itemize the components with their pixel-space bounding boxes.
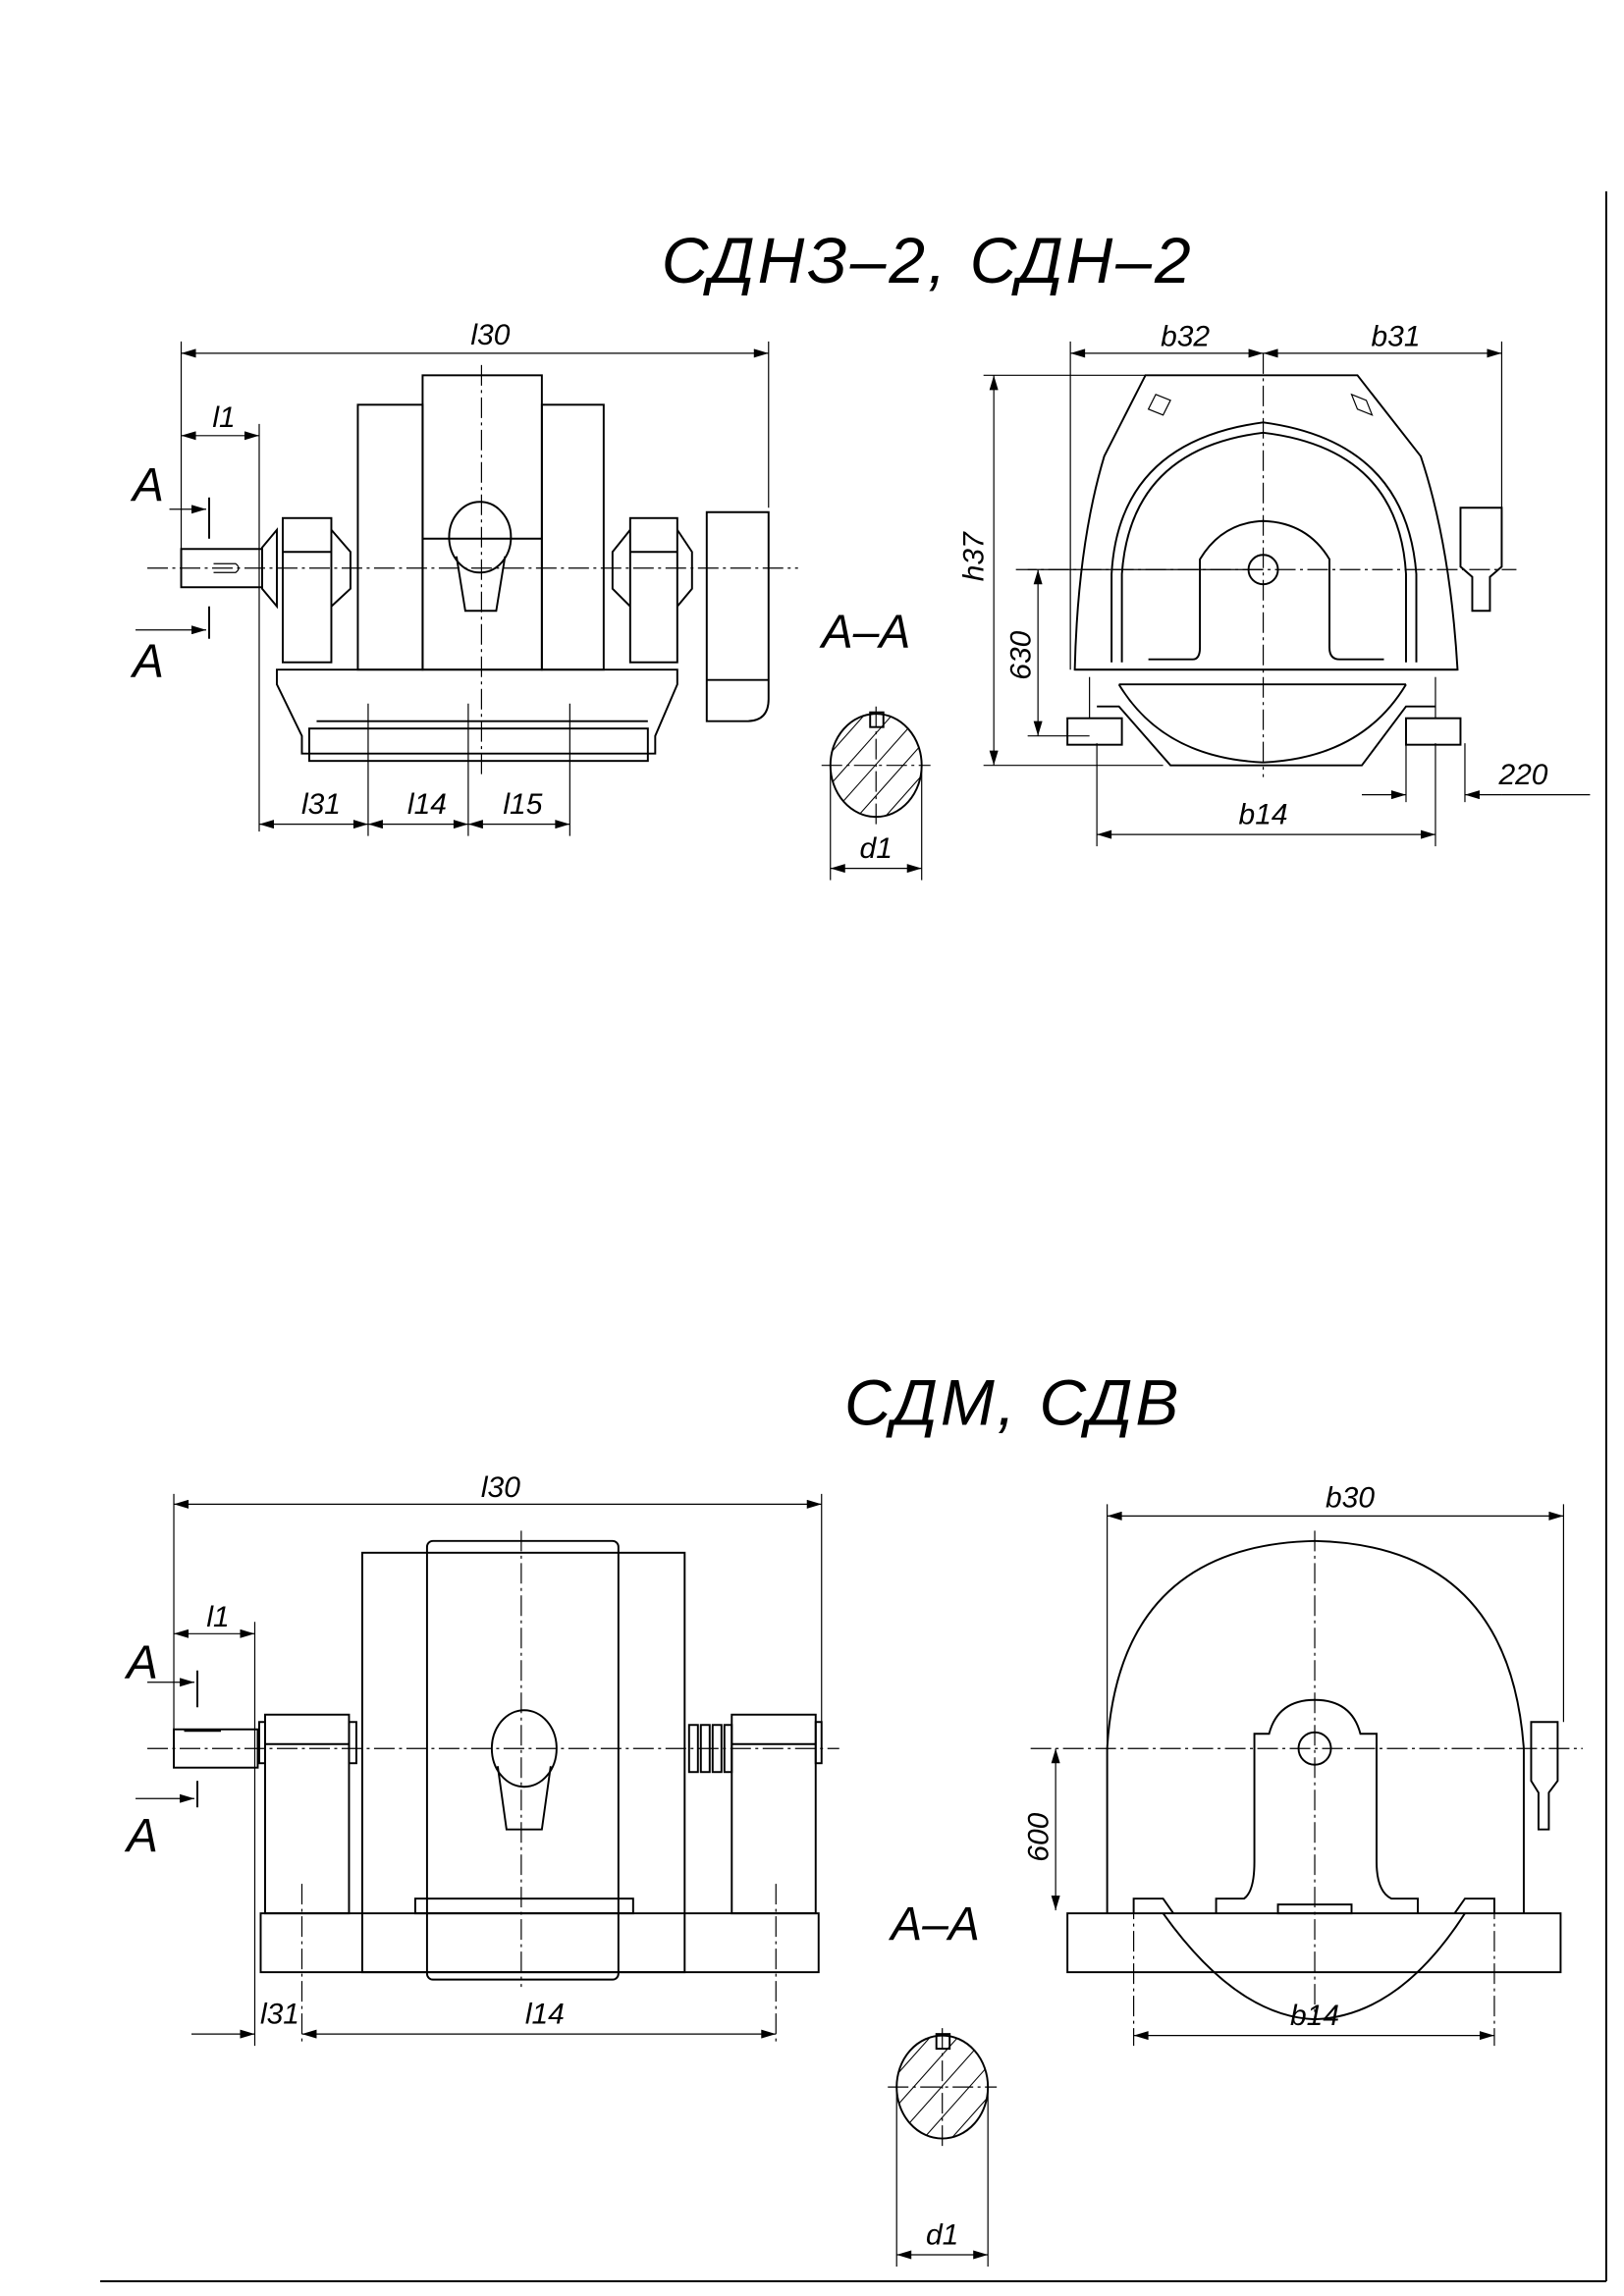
dim-l14: l14 — [525, 1999, 565, 2031]
section-mark-a-bottom: A — [130, 636, 164, 688]
dim-b31: b31 — [1371, 320, 1420, 352]
dim-d1: d1 — [926, 2219, 958, 2252]
top-end-view: b32 b31 h37 630 A–A — [819, 320, 1591, 847]
dim-600: 600 — [1023, 1812, 1056, 1861]
dim-l30: l30 — [470, 319, 510, 351]
dim-l30: l30 — [481, 1471, 520, 1504]
dim-630: 630 — [1005, 630, 1038, 679]
section-label-a-a: A–A — [819, 607, 911, 659]
dim-l31: l31 — [301, 788, 341, 821]
section-mark-a-top: A — [130, 459, 164, 511]
top-side-view: l30 l1 A A — [130, 319, 798, 836]
dim-220: 220 — [1497, 759, 1547, 791]
top-shaft-section: d1 — [821, 706, 931, 881]
dim-b14: b14 — [1290, 2000, 1339, 2032]
dim-l31: l31 — [260, 1999, 299, 2031]
bottom-end-view: b30 600 A–A b14 — [888, 1481, 1583, 2047]
section-mark-a-top: A — [124, 1636, 158, 1688]
dim-b30: b30 — [1326, 1481, 1375, 1514]
dim-l15: l15 — [503, 788, 542, 821]
bottom-shaft-section: d1 — [888, 2028, 998, 2268]
top-drawing-title: СДНЗ–2, СДН–2 — [662, 224, 1194, 296]
section-label-a-a: A–A — [888, 1898, 980, 1950]
dim-h37: h37 — [958, 531, 991, 581]
sheet-frame — [100, 190, 1607, 2282]
dim-l1: l1 — [212, 401, 235, 434]
dim-l14: l14 — [407, 788, 447, 821]
section-mark-a-bottom: A — [124, 1810, 158, 1862]
dim-l1: l1 — [206, 1601, 229, 1633]
dim-b32: b32 — [1161, 320, 1210, 352]
dim-d1: d1 — [860, 832, 893, 865]
bottom-side-view: l30 l1 A A l31 — [124, 1471, 839, 2047]
dim-b14: b14 — [1239, 799, 1288, 831]
bottom-drawing-title: СДМ, СДВ — [844, 1365, 1181, 1438]
